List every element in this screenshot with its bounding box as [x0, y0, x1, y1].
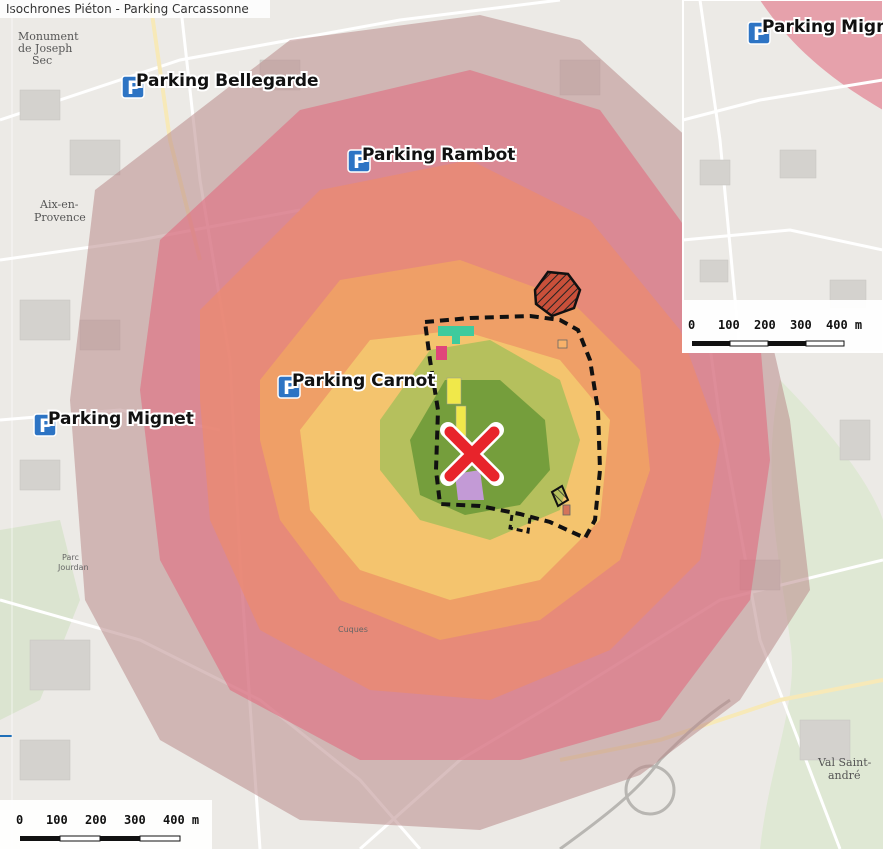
scale-tick-100: 100	[46, 813, 68, 827]
parking-icon	[277, 375, 301, 399]
parking-icon	[33, 413, 57, 437]
inset-scale-tick-400: 400 m	[826, 318, 862, 332]
inset-scale-tick-200: 200	[754, 318, 776, 332]
parking-icon	[121, 75, 145, 99]
scale-bar: 0 100 200 300 400 m	[0, 800, 212, 849]
brown-square	[562, 504, 571, 516]
cross-marker-icon[interactable]	[440, 422, 504, 486]
scale-tick-400: 400 m	[163, 813, 199, 827]
town-label-valst-1: Val Saint-	[817, 756, 872, 769]
town-label-aix-1: Aix-en-	[39, 198, 79, 211]
parking-label-parking-carnot: Parking Carnot	[292, 371, 435, 391]
inset-frame	[682, 0, 883, 353]
scale-tick-200: 200	[85, 813, 107, 827]
park-label-2: Jourdan	[57, 563, 89, 572]
green-building-stem	[452, 326, 460, 344]
town-label-dejoseph: de Joseph	[18, 42, 72, 55]
parking-label-parking-rambot: Parking Rambot	[362, 145, 515, 165]
inset-scale-seg-2	[729, 340, 769, 347]
isochrone-rings	[70, 15, 810, 830]
inset-ring	[760, 0, 883, 110]
town-label-aix-2: Provence	[34, 211, 86, 224]
site-features	[436, 270, 582, 516]
map-title-bg	[0, 0, 270, 18]
yellow-building	[446, 377, 462, 405]
inset-scale-tick-0: 0	[688, 318, 695, 332]
inset-scale-tick-100: 100	[718, 318, 740, 332]
inset-scale-seg-4	[805, 340, 845, 347]
town-label-sec: Sec	[32, 54, 52, 67]
park-label-1: Parc	[62, 553, 79, 562]
parking-label-parking-mignet: Parking Mignet	[48, 409, 194, 429]
map-title: Isochrones Piéton - Parking Carcassonne	[6, 2, 249, 16]
scale-seg-3	[100, 836, 140, 841]
scale-tick-0: 0	[16, 813, 23, 827]
purple-building	[455, 470, 484, 500]
parking-label-inset-mignet: Parking Mignet	[762, 17, 883, 37]
study-perimeter	[422, 313, 603, 541]
parking-icon-glyph: P	[127, 77, 141, 99]
inset-scale-seg-1	[692, 341, 730, 346]
inset-scale-seg-3	[768, 341, 806, 346]
parking-icon-glyph: P	[39, 415, 53, 437]
parking-icon	[747, 21, 771, 45]
scale-seg-2	[59, 835, 101, 842]
parking-icon-glyph: P	[353, 151, 367, 173]
parking-icon	[347, 149, 371, 173]
pink-building	[436, 346, 447, 360]
town-label-monument: Monument	[18, 30, 79, 43]
scale-seg-4	[139, 835, 181, 842]
scale-seg-1	[20, 836, 60, 841]
parking-icon-glyph: P	[753, 23, 767, 45]
town-labels: Monument de Joseph Sec Aix-en- Provence …	[18, 30, 872, 782]
hatched-small-zone	[550, 484, 570, 508]
town-label-valst-2: andré	[828, 769, 860, 782]
parking-label-parking-bellegarde: Parking Bellegarde	[136, 71, 319, 91]
scale-tick-300: 300	[124, 813, 146, 827]
hatched-zone-icon	[533, 270, 582, 318]
parking-icon-glyph: P	[283, 377, 297, 399]
inset-scale-tick-300: 300	[790, 318, 812, 332]
orange-square	[557, 339, 568, 349]
town-label-cuques: Cuques	[338, 625, 368, 634]
